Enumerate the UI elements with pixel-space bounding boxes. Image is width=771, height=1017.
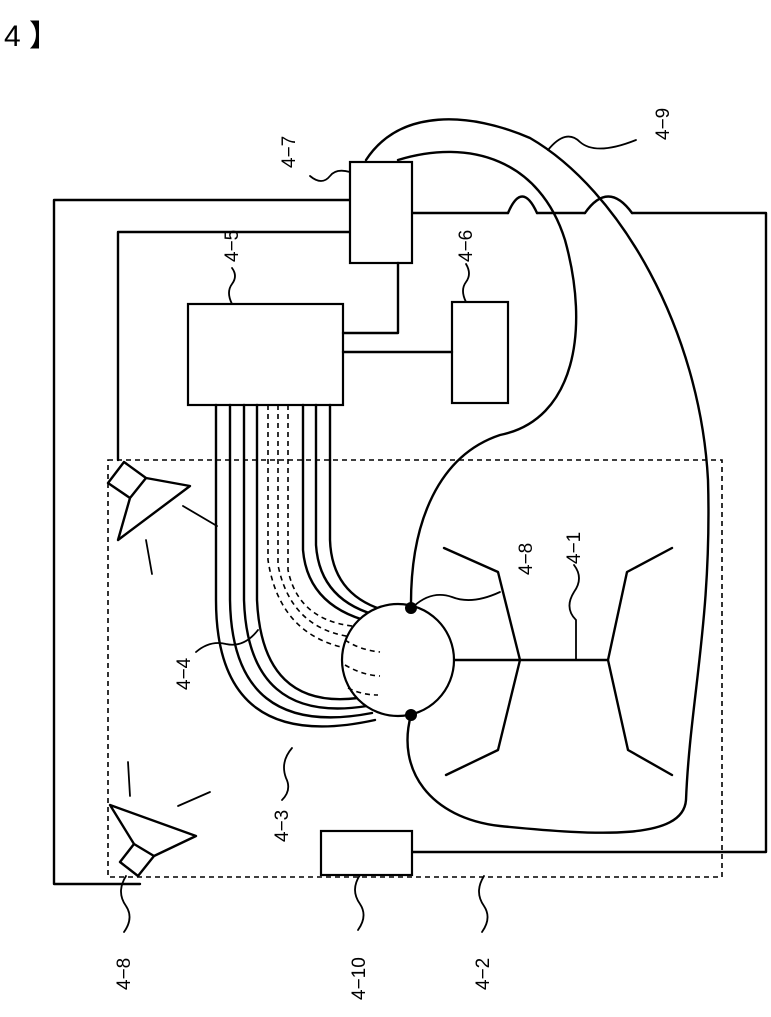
- label-4-10: 4−10: [349, 957, 370, 1000]
- electrode-lead-7: [303, 405, 380, 624]
- speaker-lower: [110, 805, 196, 876]
- label-4-3: 4−3: [272, 810, 293, 842]
- link-4-5-to-4-7: [343, 263, 398, 333]
- leader-4-9: [548, 137, 636, 150]
- label-4-8-top: 4−8: [516, 543, 537, 575]
- outer-frame: [54, 200, 766, 884]
- label-4-2: 4−2: [473, 958, 494, 990]
- label-4-9: 4−9: [653, 108, 674, 140]
- subject-head: [342, 604, 454, 716]
- label-4-1: 4−1: [564, 532, 585, 564]
- leader-4-3: [282, 748, 292, 800]
- leader-4-8-top: [414, 592, 500, 606]
- unit-box-4-10: [321, 831, 412, 875]
- figure-header: 4 】: [4, 20, 59, 53]
- leader-4-7: [310, 171, 350, 181]
- unit-box-4-6: [452, 302, 508, 403]
- speaker-lower-wave-2: [178, 792, 210, 806]
- frame-bump-left: [508, 197, 537, 214]
- speaker-upper-wave-1: [146, 540, 152, 574]
- electrode-lead-6: [316, 405, 388, 618]
- unit-box-4-5: [188, 304, 343, 405]
- dotted-lead-2: [278, 405, 364, 638]
- cable-4-9-a: [366, 119, 708, 832]
- speaker-upper: [108, 462, 190, 540]
- label-4-4: 4−4: [174, 657, 195, 690]
- leader-4-6: [463, 264, 469, 302]
- unit-box-4-7: [350, 162, 412, 263]
- electrode-dot-lower: [405, 709, 417, 721]
- leader-4-5: [229, 268, 235, 304]
- speaker-upper-wave-2: [183, 506, 217, 526]
- electrode-lead-5: [330, 405, 395, 613]
- label-4-5: 4−5: [222, 230, 243, 262]
- leader-4-2: [479, 876, 488, 932]
- subject-body: [444, 548, 672, 775]
- label-4-7: 4−7: [279, 136, 300, 168]
- speaker-lower-wave-1: [128, 762, 130, 796]
- leader-4-1: [569, 565, 579, 660]
- leader-4-10: [355, 875, 364, 930]
- label-4-6: 4−6: [456, 230, 477, 262]
- label-4-8-bottom: 4−8: [114, 958, 135, 990]
